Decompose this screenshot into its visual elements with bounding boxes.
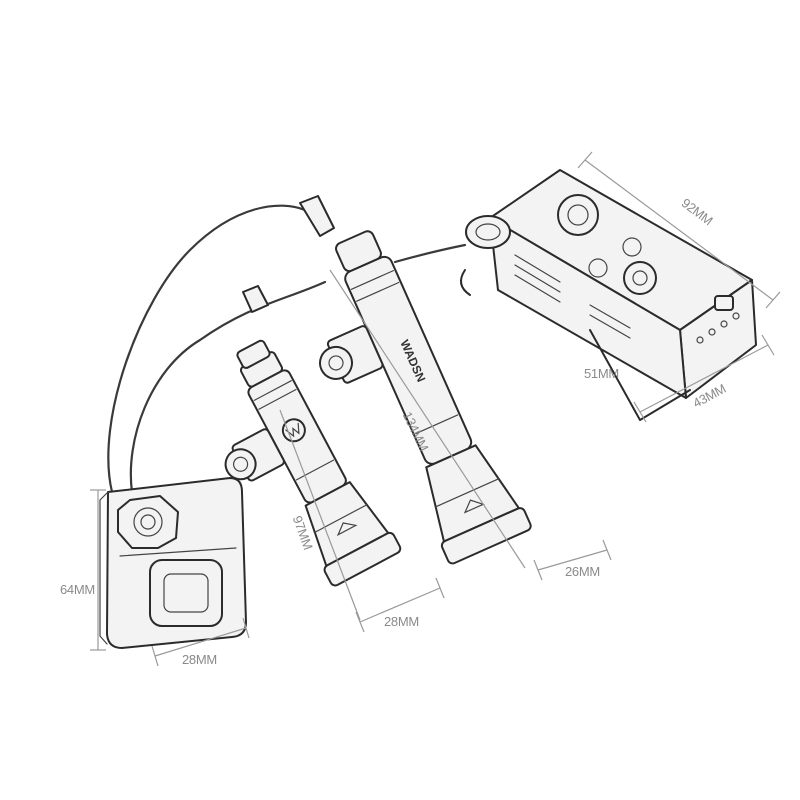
large-flashlight: WADSN <box>319 230 532 565</box>
small-light-head-ring <box>313 503 368 534</box>
box-rear-knob <box>623 261 657 295</box>
small-light-ring-3 <box>295 459 335 481</box>
switch-side <box>99 491 109 645</box>
box-height-label: 51MM <box>584 366 619 381</box>
switch-bottom-inner <box>163 573 209 613</box>
switch-height-label: 64MM <box>60 582 95 597</box>
box-mount-clip <box>460 269 471 296</box>
box-top-knob-center <box>567 204 589 226</box>
large-light-thumbscrew <box>319 345 354 380</box>
laser-box <box>460 169 757 421</box>
cable-large-light-to-box <box>393 243 467 264</box>
switch-width-line <box>154 627 247 657</box>
switch-top-button <box>117 495 179 549</box>
box-top-knob <box>557 194 599 236</box>
box-length-tick-right <box>765 291 781 309</box>
large-light-width-tick-left <box>533 559 543 581</box>
switch-button-center <box>140 514 156 530</box>
small-light-width-tick-right <box>435 577 445 599</box>
box-length-line <box>584 159 774 301</box>
box-front-dot-3 <box>720 320 728 328</box>
box-label-line-5 <box>589 314 631 339</box>
cable-plug <box>299 195 335 237</box>
switch-button-ring <box>133 507 163 537</box>
small-light-thumbscrew <box>224 448 257 481</box>
box-front-dot-1 <box>696 336 704 344</box>
wadsn-emblem-icon <box>281 418 306 443</box>
switch-width-tick-right <box>242 617 250 639</box>
small-light-length-line <box>279 409 361 621</box>
large-light-ring-1 <box>350 270 395 290</box>
box-width-tick-left <box>633 401 647 423</box>
cable-switch-to-small-light <box>129 280 327 494</box>
small-light-tail-button <box>236 339 271 369</box>
small-light-width-dimension: 28MM <box>355 577 445 633</box>
small-light-width-label: 28MM <box>384 614 419 629</box>
small-light-thumbscrew-center <box>232 456 249 472</box>
box-front-dot-4 <box>732 312 740 320</box>
box-front-dot-2 <box>708 328 716 336</box>
box-rear-knob-center <box>632 270 648 286</box>
large-light-thumbscrew-center <box>328 355 344 371</box>
switch-divider <box>119 547 237 557</box>
large-light-ring-3 <box>415 414 459 435</box>
cable-plug-2 <box>242 285 269 313</box>
box-emblem-2-icon <box>588 258 608 278</box>
box-side-dial-center <box>475 223 501 241</box>
switch-width-tick-left <box>151 645 159 667</box>
cables <box>107 195 467 494</box>
box-height-dimension: 51MM <box>584 366 619 381</box>
box-rail <box>589 329 691 421</box>
box-label-line-4 <box>589 304 631 329</box>
small-light-ring-2 <box>258 388 297 410</box>
switch-width-dimension: 28MM <box>151 617 250 667</box>
box-label-line-1 <box>514 254 561 283</box>
switch-width-label: 28MM <box>182 652 217 667</box>
box-label-line-2 <box>514 264 561 293</box>
large-light-bezel <box>440 507 532 565</box>
large-light-ring-2 <box>356 281 400 302</box>
large-light-triangle-icon <box>463 499 485 514</box>
cable-switch-to-large-light <box>107 204 307 494</box>
box-width-tick-right <box>761 334 775 356</box>
box-length-label: 92MM <box>679 195 716 228</box>
box-side-dial <box>465 215 511 249</box>
wadsn-emblem-icon <box>622 237 642 257</box>
switch-bottom-button <box>149 559 223 627</box>
large-light-width-label: 26MM <box>565 564 600 579</box>
large-light-width-tick-right <box>602 539 612 561</box>
small-light-ring-1 <box>253 380 292 401</box>
large-light-head-ring <box>434 478 500 508</box>
large-light-length-line <box>329 269 526 569</box>
small-flashlight <box>224 339 402 587</box>
small-light-bezel <box>323 531 402 587</box>
large-light-width-line <box>537 549 608 571</box>
small-light-width-line <box>359 587 441 623</box>
remote-switch <box>99 477 247 649</box>
box-length-tick-left <box>577 151 593 169</box>
small-light-triangle-icon <box>336 522 358 537</box>
box-width-line <box>639 344 769 413</box>
switch-height-dimension: 64MM <box>60 489 106 651</box>
large-light-width-dimension: 26MM <box>533 539 612 581</box>
small-light-width-tick-left <box>355 611 365 633</box>
emblem-w <box>285 422 300 438</box>
box-front-window <box>714 295 734 311</box>
box-side-face <box>489 217 687 399</box>
box-label-line-3 <box>514 274 561 303</box>
